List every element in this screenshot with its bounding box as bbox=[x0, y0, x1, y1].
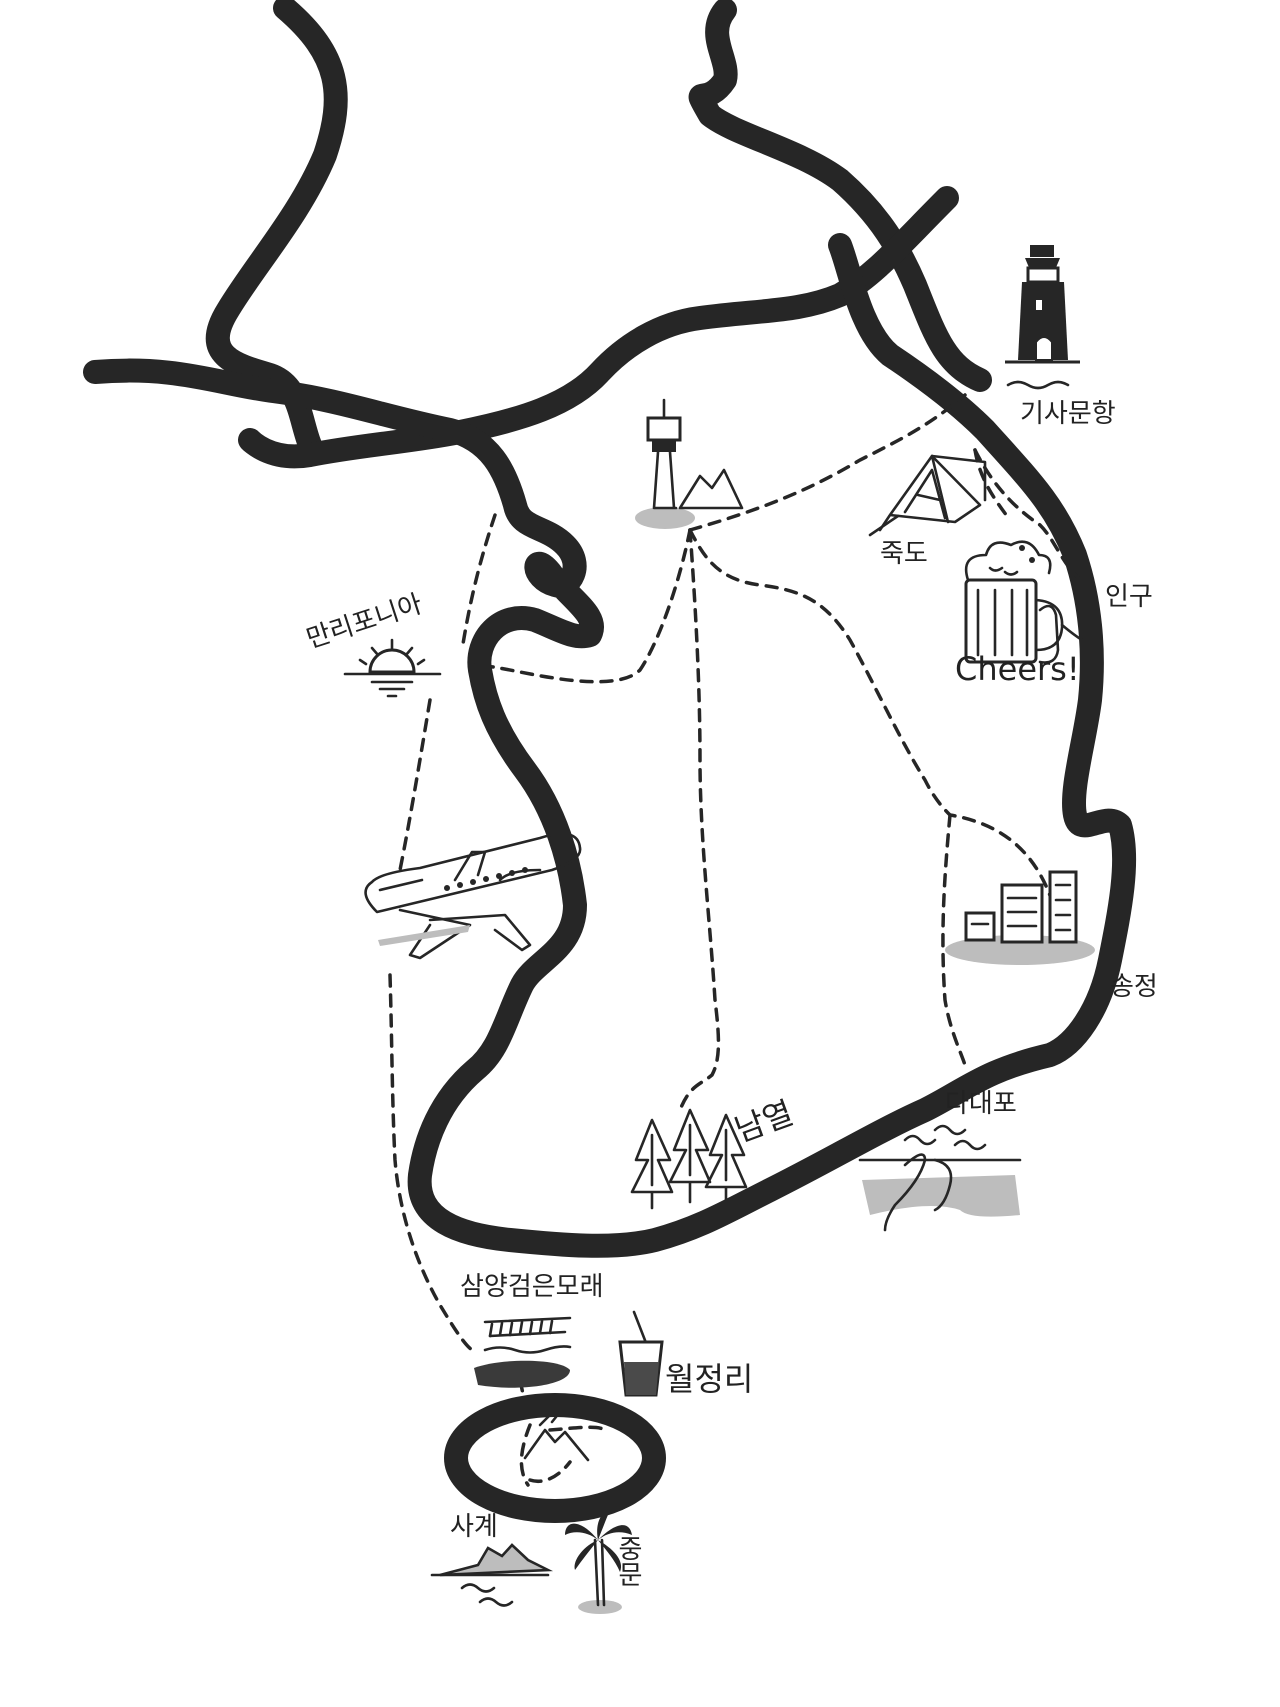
route-seoul-songjeong bbox=[688, 528, 1057, 912]
label-gisamun: 기사문항 bbox=[1020, 399, 1116, 429]
buildings-icon bbox=[945, 870, 1095, 965]
tent-icon bbox=[868, 454, 987, 537]
pine-trees-icon bbox=[630, 1108, 748, 1210]
label-samyang: 삼양검은모래 bbox=[460, 1272, 604, 1302]
label-jukdo: 죽도 bbox=[880, 539, 928, 569]
label-songjeong: 송정 bbox=[1110, 972, 1158, 1002]
route-malipo-airplane bbox=[398, 698, 432, 872]
route-north-malipo bbox=[460, 513, 497, 652]
palm-tree-icon bbox=[565, 1510, 632, 1614]
label-cheers: Cheers! bbox=[955, 650, 1080, 688]
volcano-icon bbox=[523, 1410, 590, 1462]
route-seoul-gisamun bbox=[688, 393, 967, 532]
river-icon bbox=[858, 1124, 1022, 1232]
sunset-icon bbox=[343, 638, 442, 698]
route-jukdo-tent bbox=[973, 448, 1012, 522]
label-ingu: 인구 bbox=[1105, 582, 1153, 612]
label-sagye: 사계 bbox=[450, 1512, 498, 1542]
lighthouse-icon bbox=[1005, 245, 1080, 390]
label-namyeol: 남열 bbox=[730, 1094, 798, 1150]
jeju-island bbox=[444, 1393, 666, 1523]
route-jukdo-ingu bbox=[973, 448, 1082, 582]
mainland-coast bbox=[83, 233, 1137, 1258]
route-inland-dadaepo bbox=[941, 813, 967, 1067]
airplane-icon bbox=[364, 832, 582, 960]
beer-mug-icon bbox=[964, 540, 1084, 664]
label-malipo: 만리포니아 bbox=[303, 589, 426, 655]
iced-drink-icon bbox=[618, 1310, 664, 1397]
route-airplane-samyang bbox=[388, 973, 474, 1352]
label-woljeong: 월정리 bbox=[665, 1360, 753, 1398]
coastlines bbox=[83, 0, 1137, 1523]
route-seoul-malipo bbox=[468, 528, 692, 684]
border-river-north bbox=[688, 0, 992, 392]
black-sand-beach-icon bbox=[474, 1316, 572, 1388]
label-jungmun: 중문 bbox=[613, 1535, 643, 1587]
routes bbox=[388, 393, 1082, 1487]
route-jeju-loop bbox=[519, 1423, 607, 1487]
rock-island-icon bbox=[430, 1543, 554, 1607]
dmz-line bbox=[238, 186, 959, 469]
seoul-tower-icon bbox=[635, 398, 744, 529]
route-seoul-namyeol bbox=[678, 528, 721, 1112]
label-dadaepo: 다대포 bbox=[945, 1089, 1017, 1119]
